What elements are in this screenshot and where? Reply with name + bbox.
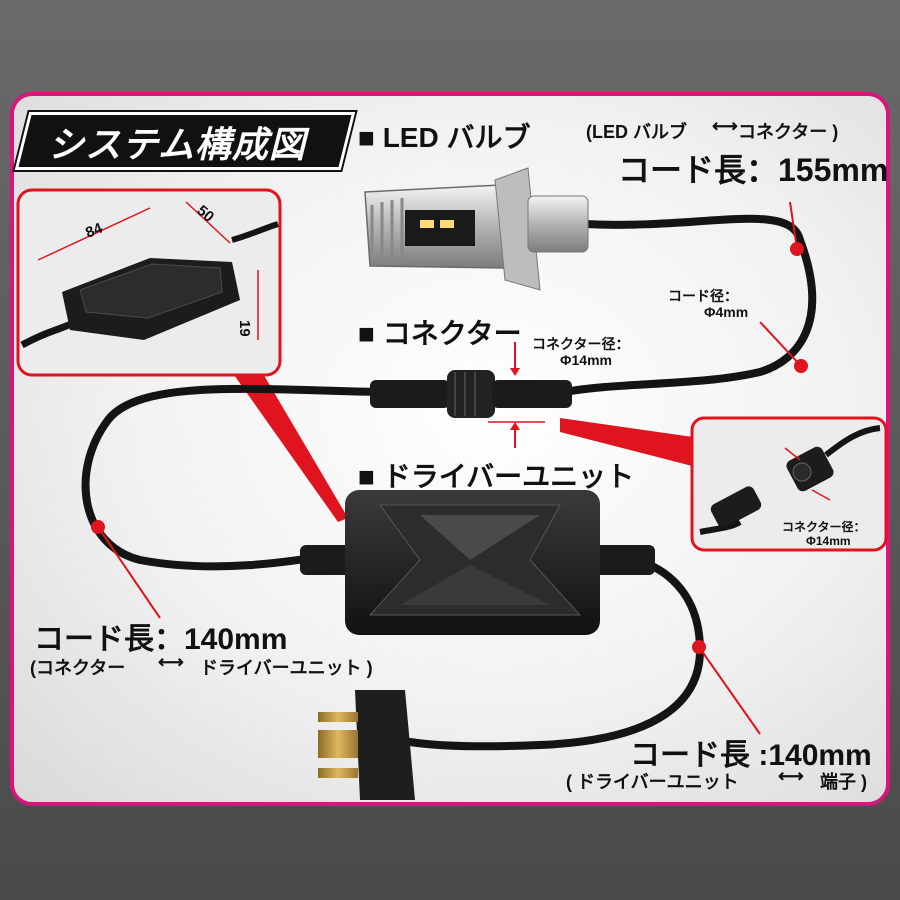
led-bulb-image (364, 167, 589, 291)
route-connector-start: (コネクター (30, 658, 126, 678)
inset-pointer-connector (560, 418, 700, 468)
terminal-plug-image (318, 690, 415, 800)
inset-pointer-driver (232, 372, 348, 522)
heading-connector: ■ コネクター (358, 318, 522, 349)
cord-length-driver-terminal: コード長 :140mm (630, 739, 872, 772)
route-driver-end: ドライバーユニット ) (200, 658, 373, 678)
route-driver-start: ( ドライバーユニット (566, 772, 739, 792)
route-arrow-icon: ⟷ (712, 116, 738, 136)
driver-unit-image (300, 490, 655, 635)
cable-bulb-to-connector (561, 214, 817, 396)
cord-length-led: コード長：155mm (618, 152, 889, 188)
route-terminal-end: 端子 ) (820, 772, 867, 792)
cord-length-connector-driver: コード長：140mm (34, 623, 288, 656)
connector-image (370, 342, 572, 448)
connector-diameter-value: Φ14mm (560, 352, 612, 368)
route-led-start: (LED バルブ (586, 122, 687, 142)
heading-driver-unit: ■ ドライバーユニット (358, 461, 635, 492)
inset-connector-diameter-label: コネクター径： (782, 520, 866, 534)
cord-diameter-value: Φ4mm (704, 304, 749, 320)
inset-driver-dimensions: 84 50 19 (16, 188, 282, 377)
inset-connector-diameter-value: Φ14mm (806, 534, 851, 548)
route-led-end: コネクター ) (738, 122, 839, 142)
heading-led-bulb: ■ LED バルブ (358, 122, 531, 153)
cable-driver-to-terminal (406, 551, 705, 751)
dim-height: 19 (236, 320, 253, 337)
route-arrow-icon: ⟷ (778, 766, 804, 786)
connector-diameter-label: コネクター径： (532, 336, 630, 352)
page-title: システム構成図 (48, 124, 306, 165)
dim-length: 84 (83, 219, 105, 241)
inset-connector-detail (690, 416, 888, 552)
cable-connector-to-driver (81, 384, 384, 571)
cord-diameter-label: コード径： (668, 288, 738, 304)
route-arrow-icon: ⟷ (158, 652, 184, 672)
